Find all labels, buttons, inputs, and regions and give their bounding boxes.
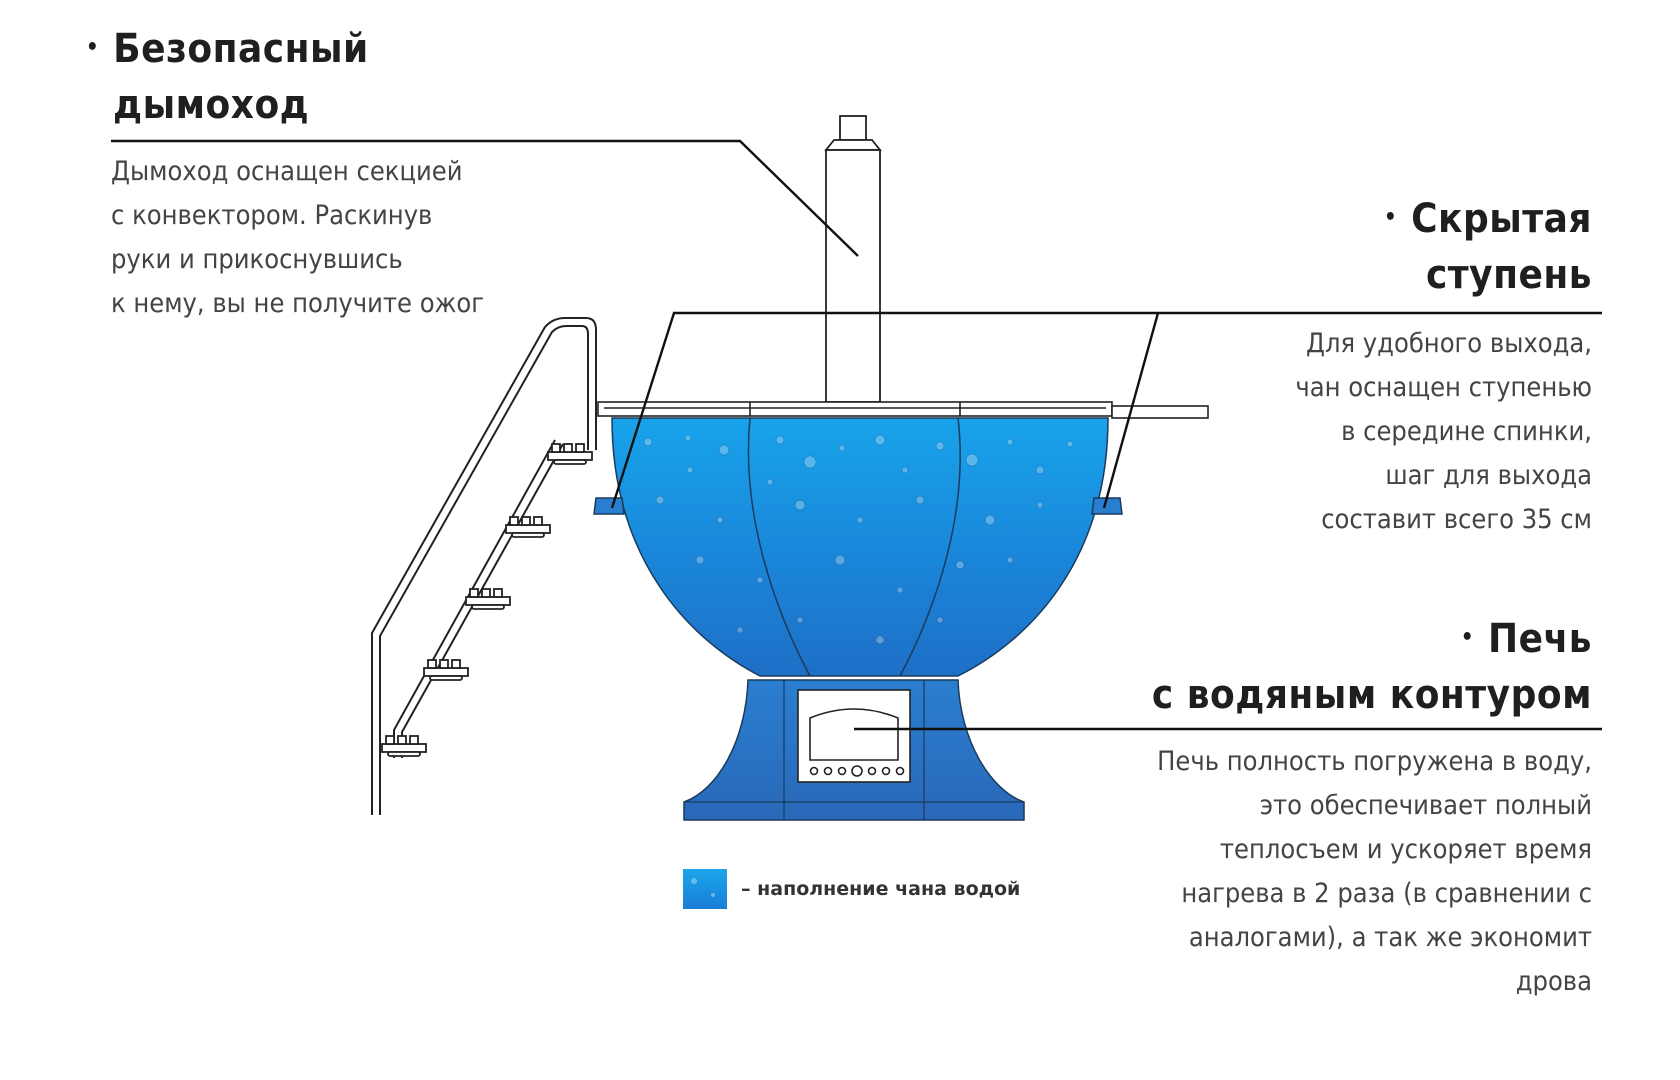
bullet-dot: • bbox=[1460, 625, 1474, 650]
ladder-step-4 bbox=[423, 659, 469, 681]
water-fill-swatch bbox=[683, 869, 727, 909]
leader-chimney bbox=[111, 139, 859, 257]
stove-heading: •Печь с водяным контуром bbox=[1151, 616, 1592, 718]
tub-rim bbox=[597, 401, 1209, 419]
bullet-dot: • bbox=[1383, 205, 1398, 230]
leader-hidden-step bbox=[610, 311, 1602, 509]
ladder-step-5 bbox=[381, 735, 427, 757]
legend-label: – наполнение чана водой bbox=[741, 878, 1021, 900]
tub-bowl bbox=[593, 417, 1123, 677]
tub-staves bbox=[747, 417, 961, 677]
hidden-step-description: Для удобного выхода, чан оснащен ступень… bbox=[1295, 328, 1592, 535]
tub-water-fill bbox=[611, 417, 1109, 677]
ladder-outer-rail bbox=[371, 317, 597, 815]
leader-lines bbox=[111, 139, 1602, 731]
stove-door bbox=[797, 689, 911, 783]
stove-description: Печь полность погружена в воду, это обес… bbox=[1157, 746, 1592, 997]
chimney-heading: •Безопасный дымоход bbox=[86, 26, 369, 128]
stove-base bbox=[683, 679, 1025, 821]
ladder-step-3 bbox=[465, 588, 511, 610]
hidden-step-heading: •Скрытая ступень bbox=[1383, 196, 1592, 298]
chimney-description: Дымоход оснащен секцией с конвектором. Р… bbox=[111, 156, 485, 319]
ladder-steps bbox=[381, 443, 593, 757]
water-bubbles bbox=[643, 434, 1074, 645]
rim-handle bbox=[1111, 405, 1209, 419]
leader-hidden-step-right bbox=[1102, 312, 1160, 509]
ladder-step-1 bbox=[547, 443, 593, 465]
hidden-step-left bbox=[593, 497, 625, 515]
chimney-collar bbox=[824, 139, 882, 151]
chimney-pipe bbox=[825, 149, 881, 403]
legend: – наполнение чана водой bbox=[683, 868, 1020, 910]
ladder-step-2 bbox=[505, 516, 551, 538]
chimney-cap bbox=[839, 115, 867, 141]
chimney bbox=[824, 115, 882, 403]
hidden-step-right bbox=[1091, 497, 1123, 515]
ladder-inner-rail bbox=[379, 325, 589, 815]
bullet-dot: • bbox=[86, 35, 100, 60]
